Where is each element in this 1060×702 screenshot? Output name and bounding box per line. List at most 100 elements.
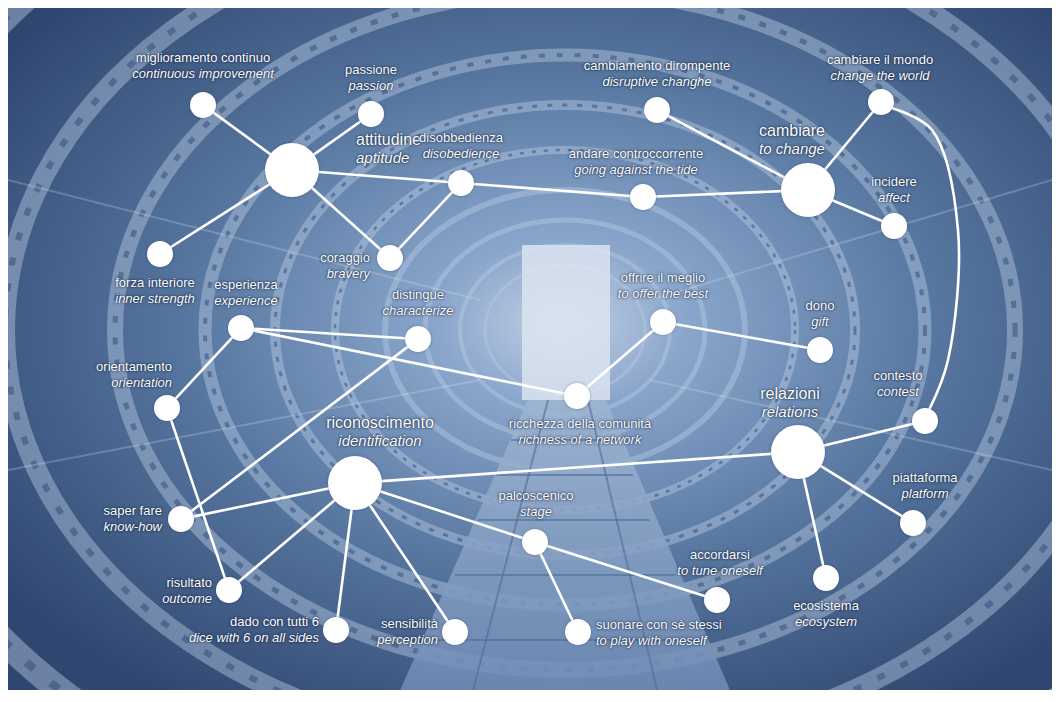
english-term: disobedience	[419, 146, 503, 162]
concept-dot: miglioramento continuocontinuous improve…	[190, 92, 216, 118]
link-line	[833, 200, 882, 221]
english-term: perception	[377, 632, 438, 648]
italian-term: orientamento	[96, 359, 172, 375]
link-line	[314, 122, 360, 155]
concept-dot: palcoscenicostage	[522, 529, 548, 555]
link-line	[824, 424, 912, 446]
concept-dot: suonare con sè stessito play with onesel…	[565, 619, 591, 645]
concept-label: andare controccorrentegoing against the …	[569, 146, 703, 178]
concept-dot: piattaformaplatform	[900, 510, 926, 536]
concept-label: dado con tutti 6dice with 6 on all sides	[189, 614, 319, 646]
link-line	[825, 112, 872, 169]
english-term: continuous improvement	[132, 66, 274, 82]
italian-term: palcoscenico	[498, 488, 573, 504]
english-term: characterize	[383, 303, 454, 319]
concept-dot: ecosistemaecosystem	[813, 565, 839, 591]
concept-label: risultatooutcome	[162, 575, 212, 607]
english-term: aptitude	[356, 149, 421, 167]
concept-dot: disobbedienzadisobedience	[448, 170, 474, 196]
concept-label: contestocontest	[873, 368, 922, 400]
concept-label: riconoscimentoidentification	[326, 414, 434, 450]
italian-term: ecosistema	[793, 598, 859, 614]
concept-label: piattaformaplatform	[892, 470, 957, 502]
english-term: to change	[759, 140, 825, 158]
concept-dot: sensibilitàperception	[442, 619, 468, 645]
link-line	[676, 324, 807, 347]
italian-term: passione	[345, 62, 397, 78]
link-line	[541, 554, 573, 621]
english-term: gift	[806, 314, 835, 330]
concept-dot: ricchezza della comunitàrichness of a ne…	[564, 383, 590, 409]
concept-hub: attitudineaptitude	[265, 143, 319, 197]
italian-term: cambiare il mondo	[827, 52, 933, 68]
italian-term: coraggio	[320, 250, 370, 266]
link-line	[213, 113, 270, 154]
concept-label: distinguecharacterize	[383, 287, 454, 319]
english-term: relations	[760, 403, 820, 421]
concept-dot: forza interioreinner strength	[147, 241, 173, 267]
italian-term: offrire il meglio	[618, 270, 708, 286]
link-line	[804, 478, 823, 565]
english-term: going against the tide	[569, 162, 703, 178]
link-line	[312, 188, 380, 249]
concept-dot: distinguecharacterize	[405, 326, 431, 352]
concept-label: offrire il meglioto offer the best	[618, 270, 708, 302]
english-term: affect	[871, 190, 917, 206]
italian-term: contesto	[873, 368, 922, 384]
concept-label: sensibilitàperception	[377, 616, 438, 648]
link-line	[382, 454, 771, 481]
italian-term: saper fare	[103, 503, 162, 519]
concept-label: passionepassion	[345, 62, 397, 94]
concept-hub: relazionirelations	[771, 425, 825, 479]
concept-label: cambiare il mondochange the world	[827, 52, 933, 84]
concept-dot: coraggiobravery	[377, 245, 403, 271]
link-line	[370, 505, 448, 621]
link-line	[892, 108, 959, 409]
photo-area	[8, 8, 1052, 690]
concept-dot: orientamentoorientation	[154, 395, 180, 421]
concept-label: relazionirelations	[760, 385, 820, 421]
italian-term: accordarsi	[677, 547, 762, 563]
italian-term: incidere	[871, 174, 917, 190]
concept-label: saper fareknow-how	[103, 503, 162, 535]
concept-dot: contestocontest	[912, 408, 938, 434]
concept-label: orientamentoorientation	[96, 359, 172, 391]
concept-label: miglioramento continuocontinuous improve…	[132, 50, 274, 82]
english-term: know-how	[103, 519, 162, 535]
concept-dot: esperienzaexperience	[228, 315, 254, 341]
english-term: orientation	[96, 375, 172, 391]
link-line	[239, 500, 335, 581]
concept-dot: passionepassion	[358, 101, 384, 127]
link-line	[194, 488, 329, 516]
italian-term: attitudine	[356, 131, 421, 149]
concept-dot: cambiamento dirompentedisruptive changhe	[644, 97, 670, 123]
english-term: bravery	[320, 266, 370, 282]
concept-dot: accordarsito tune oneself	[704, 587, 730, 613]
link-line	[474, 184, 630, 196]
link-line	[319, 172, 448, 182]
concept-dot: donogift	[807, 337, 833, 363]
italian-term: dono	[806, 298, 835, 314]
italian-term: ricchezza della comunità	[509, 416, 651, 432]
english-term: outcome	[162, 591, 212, 607]
english-term: dice with 6 on all sides	[189, 630, 319, 646]
concept-dot: risultatooutcome	[216, 577, 242, 603]
italian-term: andare controccorrente	[569, 146, 703, 162]
english-term: to tune oneself	[677, 563, 762, 579]
italian-term: distingue	[383, 287, 454, 303]
concept-dot: offrire il meglioto offer the best	[650, 309, 676, 335]
concept-label: forza interioreinner strength	[115, 275, 195, 307]
concept-label: cambiamento dirompentedisruptive changhe	[584, 58, 731, 90]
concept-dot: andare controccorrentegoing against the …	[630, 184, 656, 210]
concept-label: attitudineaptitude	[356, 131, 421, 167]
concept-label: disobbedienzadisobedience	[419, 130, 503, 162]
english-term: identification	[326, 432, 434, 450]
italian-term: riconoscimento	[326, 414, 434, 432]
italian-term: forza interiore	[115, 275, 195, 291]
concept-dot: cambiare il mondochange the world	[868, 89, 894, 115]
english-term: inner strength	[115, 291, 195, 307]
english-term: contest	[873, 384, 922, 400]
